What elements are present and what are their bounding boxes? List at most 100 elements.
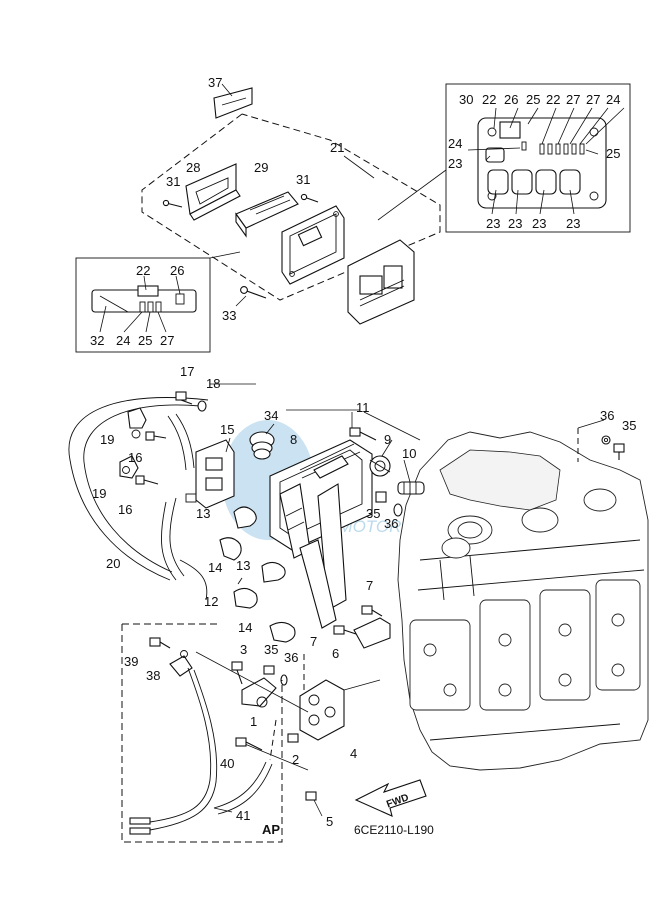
wiring-harness-20: [68, 397, 209, 601]
callout-31b: 31: [296, 172, 310, 187]
bolt-16-lower: [135, 475, 159, 485]
fwd-arrow-icon: FWD: [354, 779, 427, 817]
washer-18: [197, 400, 207, 412]
relay-1: [241, 677, 277, 708]
ground-cable-41: [129, 667, 273, 835]
spring-10: [397, 481, 425, 495]
callout-19a: 19: [100, 432, 114, 447]
inset-label-ap: AP: [262, 822, 280, 837]
callout-23d: 23: [532, 216, 546, 231]
callout-19b: 19: [92, 486, 106, 501]
callout-35b: 35: [366, 506, 380, 521]
callout-2: 2: [292, 752, 299, 767]
callout-36a: 36: [600, 408, 614, 423]
clamp-13-upper: [233, 506, 257, 529]
callout-22c: 22: [546, 92, 560, 107]
callout-7a: 7: [366, 578, 373, 593]
callout-12: 12: [204, 594, 218, 609]
callout-18: 18: [206, 376, 220, 391]
connector-29: [235, 191, 299, 238]
callout-15: 15: [220, 422, 234, 437]
callout-5: 5: [326, 814, 333, 829]
callout-30: 30: [459, 92, 473, 107]
bolt-7-upper: [361, 605, 383, 617]
bolt-35-low: [263, 665, 275, 675]
callout-27a: 27: [160, 333, 174, 348]
callout-8: 8: [290, 432, 297, 447]
callout-11: 11: [356, 400, 370, 415]
ecu-cover-28: [185, 163, 241, 221]
coil-9: [369, 455, 391, 477]
bolt-17: [175, 391, 193, 405]
bolt-3: [231, 661, 243, 685]
callout-14a: 14: [208, 560, 222, 575]
callout-29: 29: [254, 160, 268, 175]
callout-22a: 22: [136, 263, 150, 278]
dowel-36-top: [577, 419, 611, 462]
bolt-35-mid: [375, 491, 387, 503]
bolt-2: [287, 733, 299, 743]
callout-25a: 25: [138, 333, 152, 348]
diagram-code: 6CE2110-L190: [354, 823, 434, 837]
detail-box-ecu-pinout: [445, 83, 631, 233]
callout-26b: 26: [504, 92, 518, 107]
ecu-module: [347, 239, 415, 325]
callout-6: 6: [332, 646, 339, 661]
callout-4: 4: [350, 746, 357, 761]
callout-22b: 22: [482, 92, 496, 107]
engine-block: [397, 431, 649, 771]
callout-25c: 25: [606, 146, 620, 161]
label-tag-37: [213, 83, 253, 119]
callout-39: 39: [124, 654, 138, 669]
dowel-36-low: [280, 674, 288, 686]
junction-block-4: [299, 679, 381, 741]
bracket-15: [185, 437, 235, 509]
callout-21: 21: [330, 140, 344, 155]
callout-36b: 36: [384, 516, 398, 531]
bracket-6: [279, 483, 347, 629]
callout-26a: 26: [170, 263, 184, 278]
callout-25b: 25: [526, 92, 540, 107]
clamp-12: [233, 577, 258, 609]
callout-24b: 24: [606, 92, 620, 107]
screw-31a: [162, 199, 183, 208]
bolt-16-upper: [145, 431, 167, 441]
callout-23a: 23: [448, 156, 462, 171]
sensor-19-upper: [127, 407, 147, 439]
callout-37: 37: [208, 75, 222, 90]
callout-32: 32: [90, 333, 104, 348]
dowel-36-mid: [393, 503, 403, 517]
callout-34: 34: [264, 408, 278, 423]
callout-14b: 14: [238, 620, 252, 635]
callout-35a: 35: [622, 418, 636, 433]
callout-9: 9: [384, 432, 391, 447]
callout-16b: 16: [118, 502, 132, 517]
bolt-11: [349, 427, 377, 441]
callout-16a: 16: [128, 450, 142, 465]
bolt-35-top: [613, 443, 625, 460]
bolt-33: [240, 286, 267, 299]
callout-24a: 24: [116, 333, 130, 348]
callout-10: 10: [402, 446, 416, 461]
callout-31a: 31: [166, 174, 180, 189]
callout-23e: 23: [566, 216, 580, 231]
detail-box-connector: [75, 257, 211, 353]
clamp-14-upper: [219, 537, 242, 561]
callout-41: 41: [236, 808, 250, 823]
callout-27c: 27: [586, 92, 600, 107]
callout-23c: 23: [508, 216, 522, 231]
clamp-13-lower: [261, 561, 286, 583]
callout-1: 1: [250, 714, 257, 729]
callout-3: 3: [240, 642, 247, 657]
inset-box-ap: [121, 623, 309, 843]
bracket-7: [353, 617, 391, 649]
terminal-38: [169, 650, 193, 677]
callouts: 37 21 28 29 31 31 33 22 26 32 24 25 27 3…: [90, 75, 636, 837]
callout-40: 40: [220, 756, 234, 771]
screw-31b: [300, 193, 319, 203]
bolt-39: [149, 637, 171, 649]
callout-33: 33: [222, 308, 236, 323]
callout-24c: 24: [448, 136, 462, 151]
callout-38: 38: [146, 668, 160, 683]
